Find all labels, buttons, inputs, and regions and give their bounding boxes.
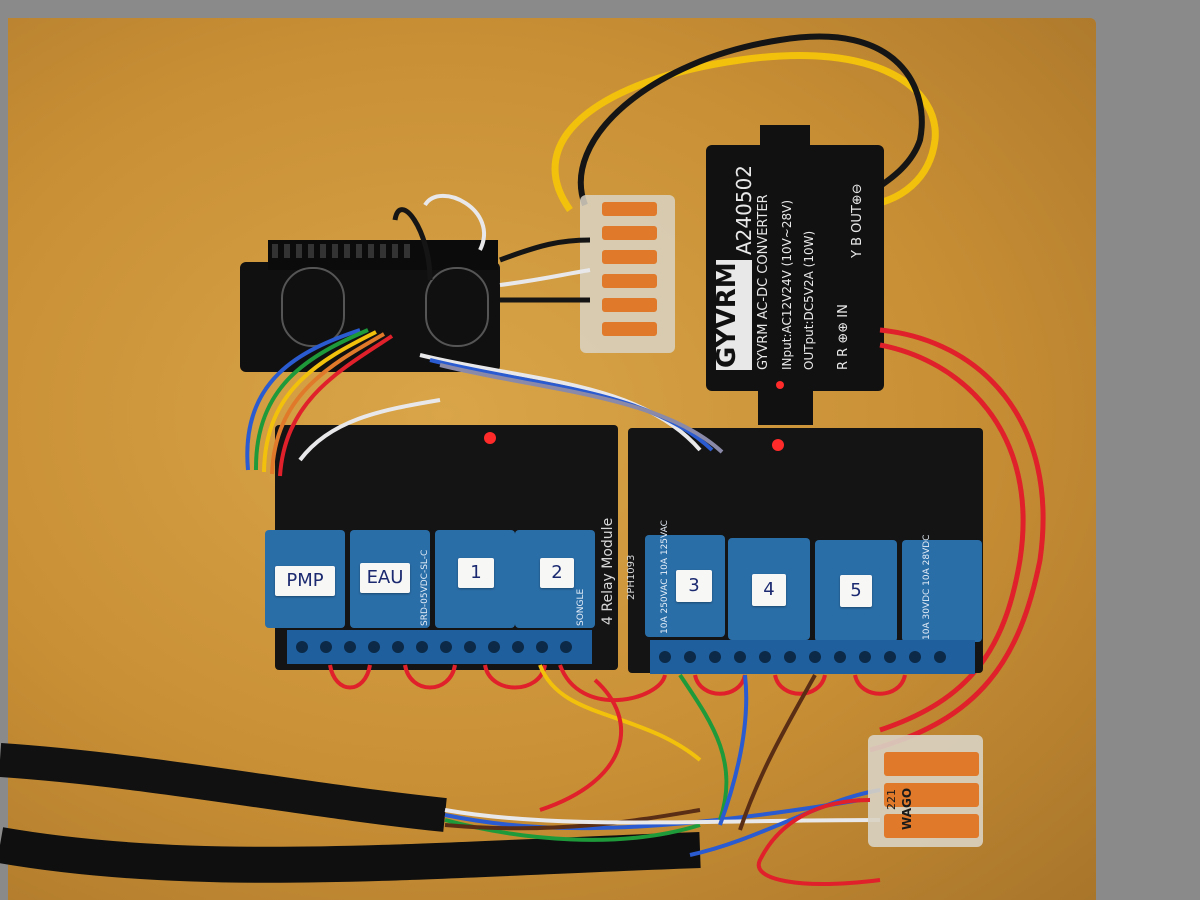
black-wire — [577, 33, 925, 207]
module-name-text: 4 Relay Module — [600, 517, 616, 625]
relay-label-4: 4 — [752, 574, 786, 606]
wago-lever-2 — [884, 783, 979, 807]
converter-type: GYVRM AC-DC CONVERTER — [756, 194, 771, 370]
relay-marking-model: SRD-05VDC-SL-C — [420, 549, 430, 626]
relay-marking-rating-ac: 10A 250VAC 10A 125VAC — [660, 520, 670, 634]
wago-brand: WAGO — [900, 787, 914, 830]
brown-wire-cable — [444, 808, 701, 831]
red-wire-right-1 — [869, 327, 1046, 753]
converter-model: A240502 — [732, 164, 756, 255]
converter-input: INput:AC12V24V (10V~28V) — [780, 199, 794, 370]
wago-lever-3 — [884, 814, 979, 838]
relay-label-3: 3 — [676, 570, 712, 602]
esp32-board — [240, 262, 500, 372]
converter-out-label: Y B OUT⊕⊖ — [850, 183, 865, 258]
relay-label-5: 5 — [840, 575, 872, 607]
blue-wire-2 — [689, 788, 881, 857]
relay-label-2: 2 — [540, 558, 574, 588]
wago-model: 221 — [885, 789, 898, 810]
relay-led-right — [772, 439, 784, 451]
relay-label-1: 1 — [458, 558, 494, 588]
wago-lever-1 — [884, 752, 979, 776]
red-wire-right-2 — [879, 342, 1026, 733]
module-code-text: 2PH1093 — [626, 554, 637, 600]
converter-brand-box — [716, 260, 752, 370]
white-wire-cable — [444, 808, 881, 825]
black-cable-bottom — [0, 827, 701, 883]
relay-led-left — [484, 432, 496, 444]
relay-label-pmp: PMP — [275, 566, 335, 596]
yellow-wire — [551, 52, 939, 213]
converter-in-label: R R ⊕⊕ IN — [836, 304, 851, 370]
relay-marking-brand: SONGLE — [576, 588, 586, 626]
relay-marking-rating-dc: 10A 30VDC 10A 28VDC — [922, 534, 932, 640]
mount-slot-left — [281, 267, 345, 347]
relay-label-eau: EAU — [360, 563, 410, 593]
blue-wire-cable — [444, 798, 861, 831]
converter-brand: GYVRM — [712, 262, 742, 368]
black-cable-top — [0, 743, 447, 832]
mount-slot-right — [425, 267, 489, 347]
converter-output: OUTput:DC5V2A (10W) — [802, 230, 816, 370]
converter-led — [776, 381, 784, 389]
